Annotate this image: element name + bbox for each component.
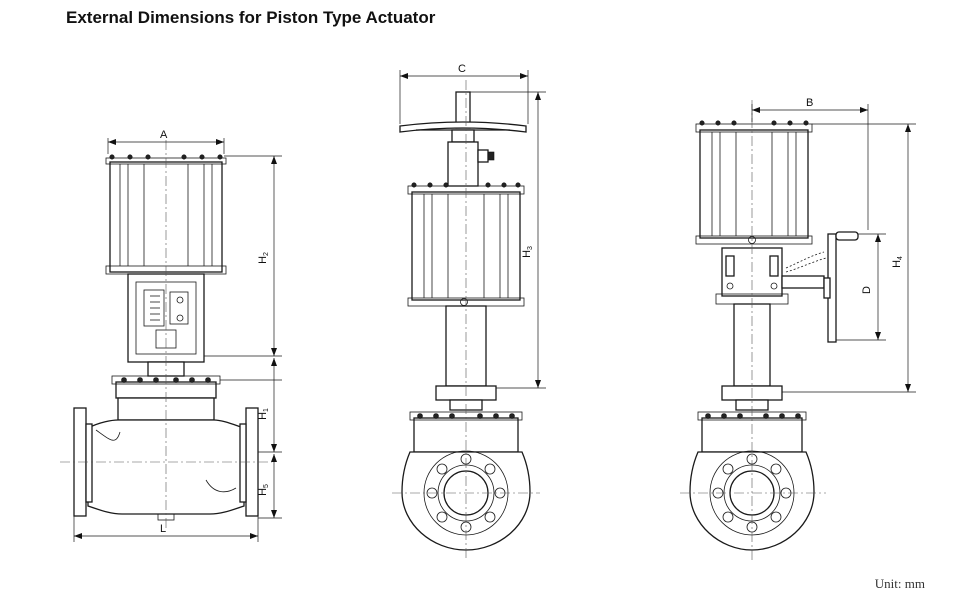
unit-note: Unit: mm: [874, 576, 925, 591]
dimension-h4-label: H: [891, 260, 903, 268]
dimension-h2: H2: [204, 155, 282, 357]
side-view-drawing: [60, 140, 272, 528]
dimension-b-label: B: [806, 97, 813, 109]
dimension-h4: H4: [782, 123, 916, 393]
svg-text:H1: H1: [257, 408, 270, 420]
dimension-b: B: [751, 97, 869, 230]
svg-text:H3: H3: [521, 246, 534, 258]
dimension-h2-subscript: 2: [263, 252, 270, 256]
dimension-h1-subscript: 1: [263, 408, 270, 412]
dimension-l: L: [73, 516, 259, 542]
dimension-h5: H5: [257, 454, 282, 519]
dimension-h2-label: H: [257, 256, 269, 264]
page-title: External Dimensions for Piston Type Actu…: [66, 8, 436, 27]
dimension-h4-subscript: 4: [897, 256, 904, 260]
dimension-h3-subscript: 3: [527, 246, 534, 250]
dimension-d-label: D: [861, 286, 873, 294]
dimension-h3: H3: [470, 91, 546, 389]
dimension-h1-label: H: [257, 412, 269, 420]
svg-text:H2: H2: [257, 252, 270, 264]
dimension-a-label: A: [160, 129, 168, 141]
handwheel-view-drawing: [680, 100, 859, 560]
svg-text:H5: H5: [257, 484, 270, 496]
dimension-h5-subscript: 5: [263, 484, 270, 488]
dimension-d: D: [836, 233, 886, 341]
dimension-h3-label: H: [521, 250, 533, 258]
dimension-h1: H1: [220, 358, 282, 453]
dimension-h5-label: H: [257, 488, 269, 496]
front-view-drawing: [392, 80, 540, 560]
dimension-c: C: [399, 63, 529, 124]
dimension-c-label: C: [458, 63, 466, 75]
dimension-l-label: L: [160, 523, 166, 535]
dimension-a: A: [107, 129, 225, 154]
svg-text:H4: H4: [891, 256, 904, 268]
